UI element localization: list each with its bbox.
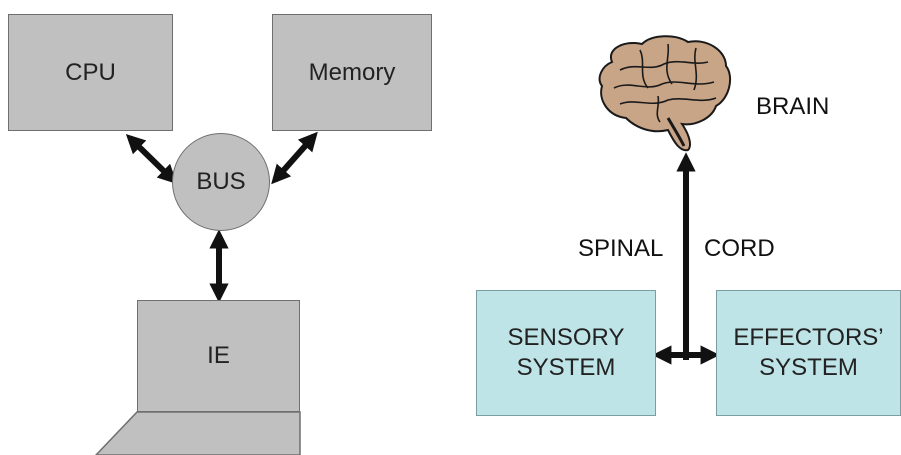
ie-label: IE [207, 342, 230, 369]
spinal-label: SPINAL [578, 235, 664, 262]
sensory-line2: SYSTEM [516, 354, 616, 381]
brain-icon [598, 35, 732, 152]
bus-circle: BUS [172, 133, 270, 231]
bus-label: BUS [196, 168, 246, 195]
cpu-label: CPU [65, 58, 116, 86]
memory-label: Memory [308, 58, 396, 86]
effectors-line2: SYSTEM [759, 354, 858, 381]
brain-label: BRAIN [756, 93, 830, 120]
laptop-keyboard-icon [94, 411, 301, 455]
memory-box: Memory [272, 14, 432, 131]
ie-box: IE [137, 300, 300, 412]
sensory-system-box: SENSORY SYSTEM [476, 290, 656, 416]
cord-label: CORD [704, 235, 775, 262]
cpu-bus-arrow-icon [125, 133, 178, 185]
effectors-line1: EFFECTORS’ [733, 324, 884, 351]
memory-bus-arrow-icon [271, 131, 318, 185]
cpu-box: CPU [8, 14, 173, 131]
sensory-line1: SENSORY [507, 324, 625, 351]
effectors-system-box: EFFECTORS’ SYSTEM [716, 290, 901, 416]
